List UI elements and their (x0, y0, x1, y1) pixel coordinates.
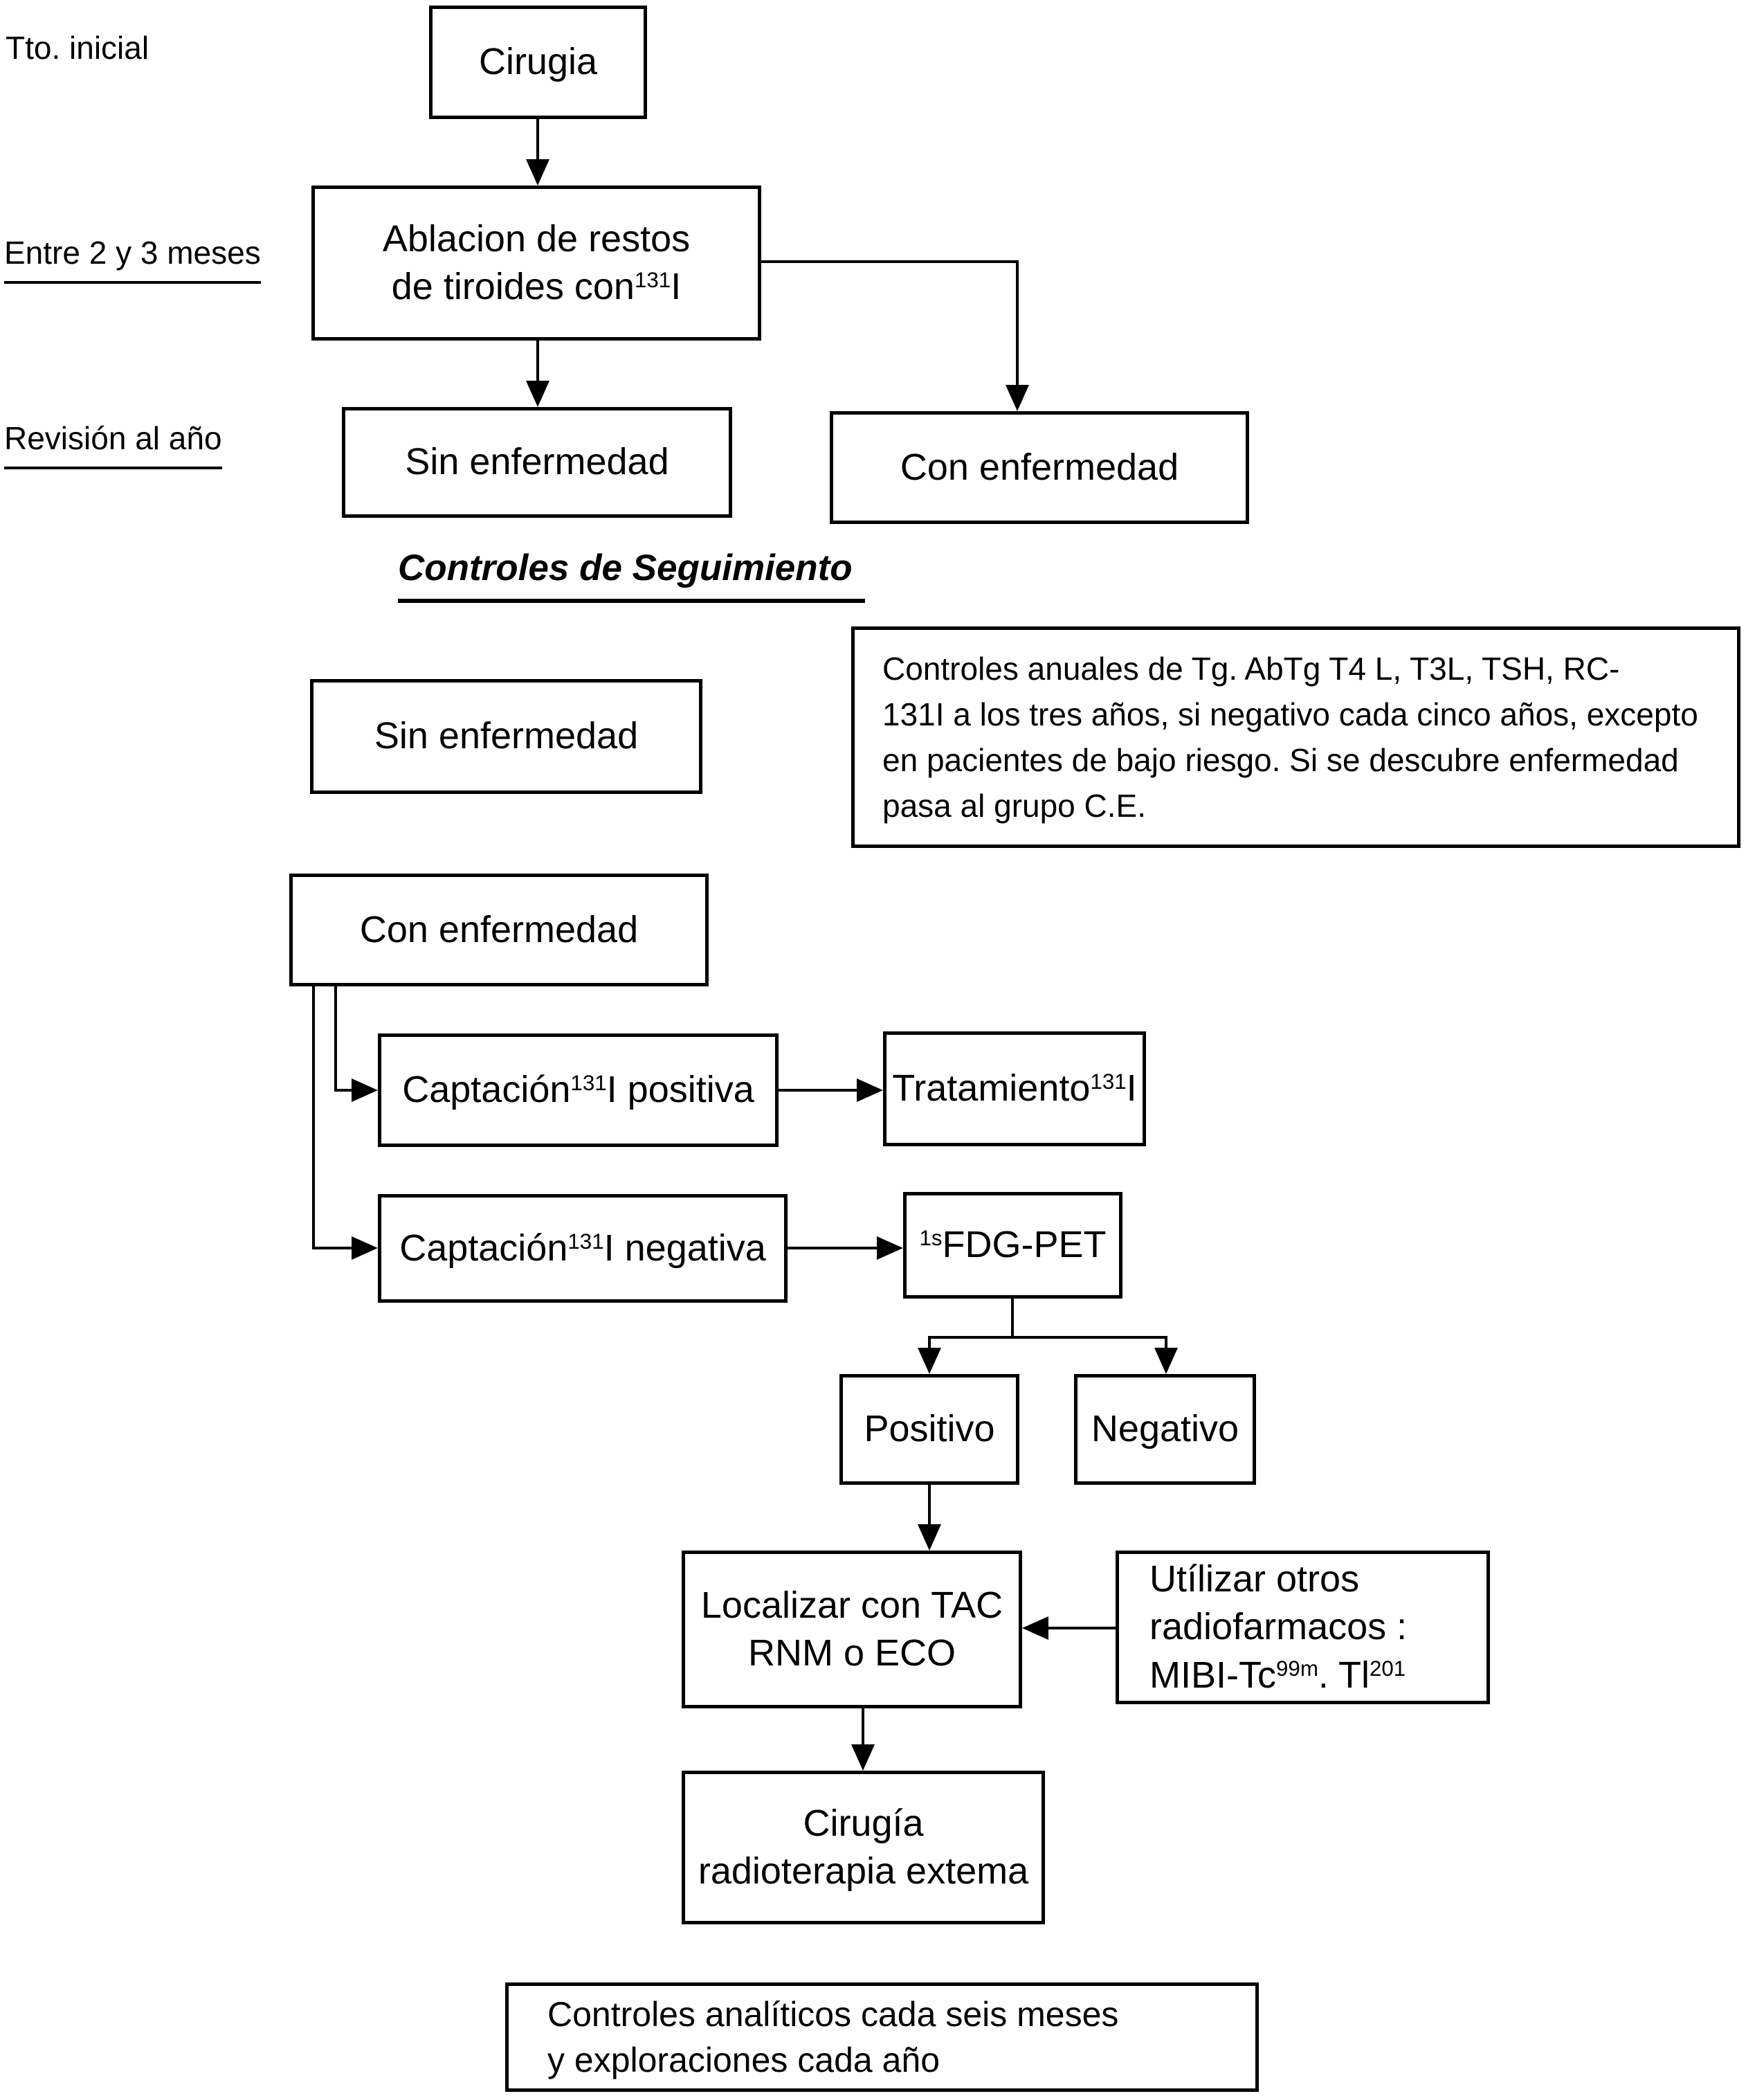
connector-con2-negativa-vline (312, 986, 315, 1249)
node-cirugia-radioterapia-externa: Cirugía radioterapia extema (682, 1771, 1045, 1924)
connector-ablacion-con1-hline (761, 260, 1019, 263)
isotope-131-sup: 131 (634, 267, 671, 292)
node-negativo-label: Negativo (1091, 1408, 1239, 1450)
arrowhead-ablacion-con1 (1006, 385, 1029, 411)
node-sin-enfermedad-2-label: Sin enfermedad (374, 715, 639, 757)
note-line2: 131I a los tres años, si negativo cada c… (882, 696, 1698, 732)
node-captacion-131i-negativa: Captación131I negativa (378, 1194, 788, 1303)
node-ablacion-restos-tiroides: Ablacion de restos de tiroides con131I (311, 186, 761, 341)
node-utilizar-line3: MIBI-Tc99m. Tl201 (1149, 1654, 1406, 1696)
isotope-131-sup: 131 (570, 1071, 607, 1096)
node-localizar-line1: Localizar con TAC (700, 1584, 1003, 1626)
note-line3: en pacientes de bajo riesgo. Si se descu… (882, 742, 1679, 778)
connector-split-positivo-vline (928, 1336, 931, 1350)
node-captacion-positiva-label: Captación131I positiva (402, 1069, 754, 1111)
note-line4: pasa al grupo C.E. (882, 788, 1147, 824)
connector-negativa-fdgpet-line (788, 1247, 878, 1249)
connector-ablacion-sin1-line (536, 341, 539, 382)
connector-con2-positiva-vline (334, 986, 337, 1092)
node-cirugia2-line2: radioterapia extema (698, 1850, 1029, 1892)
connector-positiva-tratamiento-line (779, 1089, 858, 1092)
arrowhead-con2-positiva (352, 1078, 378, 1102)
connector-con2-positiva-hline (334, 1089, 355, 1092)
node-ablacion-line1: Ablacion de restos (382, 217, 691, 260)
node-sin-enfermedad-1-label: Sin enfermedad (405, 441, 669, 483)
arrowhead-positiva-tratamiento (857, 1078, 883, 1102)
connector-positivo-localizar-line (928, 1485, 931, 1524)
node-con-enfermedad-2-label: Con enfermedad (359, 908, 639, 950)
node-controles-analiticos-line2: y exploraciones cada año (547, 2041, 940, 2079)
note-line1: Controles anuales de Tg. AbTg T4 L, T3L,… (882, 651, 1620, 687)
node-positivo: Positivo (839, 1374, 1019, 1485)
section-heading-controles-de-seguimiento: Controles de Seguimiento (398, 547, 865, 603)
node-captacion-131i-positiva: Captación131I positiva (378, 1033, 779, 1147)
tl201-sup: 201 (1369, 1656, 1406, 1681)
connector-cirugia-ablacion-line (536, 119, 539, 161)
node-localizar-line2: RNM o ECO (747, 1632, 956, 1674)
connector-con2-negativa-hline (312, 1247, 355, 1249)
node-fdg-pet: 1sFDG-PET (903, 1192, 1122, 1299)
connector-ablacion-con1-vline (1016, 260, 1019, 386)
node-negativo: Negativo (1074, 1374, 1256, 1485)
node-sin-enfermedad-1: Sin enfermedad (342, 407, 732, 518)
connector-utilizar-localizar-line (1047, 1627, 1116, 1629)
node-cirugia: Cirugia (429, 6, 647, 119)
arrowhead-split-positivo (918, 1348, 941, 1374)
node-localizar-tac-rnm-eco: Localizar con TAC RNM o ECO (682, 1551, 1022, 1708)
node-con-enfermedad-1: Con enfermedad (830, 411, 1249, 524)
connector-localizar-cirugia2-line (862, 1708, 864, 1746)
node-controles-analiticos-line1: Controles analíticos cada seis meses (547, 1995, 1119, 2034)
connector-split-negativo-vline (1165, 1336, 1167, 1350)
connector-fdgpet-split-stem (1011, 1299, 1014, 1339)
connector-fdgpet-split-hline (928, 1336, 1167, 1339)
arrowhead-localizar-cirugia2 (851, 1744, 875, 1771)
node-utilizar-otros-radiofarmacos: Utílizar otros radiofarmacos : MIBI-Tc99… (1116, 1551, 1490, 1704)
node-con-enfermedad-1-label: Con enfermedad (900, 446, 1179, 488)
node-cirugia2-line1: Cirugía (803, 1802, 924, 1844)
arrowhead-positivo-localizar (918, 1524, 941, 1551)
node-captacion-negativa-label: Captación131I negativa (399, 1227, 766, 1269)
arrowhead-ablacion-sin1 (526, 381, 549, 407)
tc99m-sup: 99m (1276, 1656, 1318, 1681)
stage-label-tto-inicial: Tto. inicial (6, 30, 149, 66)
node-utilizar-line2: radiofarmacos : (1149, 1606, 1408, 1648)
node-cirugia-label: Cirugia (478, 41, 598, 83)
arrowhead-cirugia-ablacion (526, 159, 549, 186)
stage-label-revision-al-ano: Revisión al año (4, 419, 222, 469)
node-con-enfermedad-2: Con enfermedad (289, 874, 709, 986)
node-tratamiento-131i: Tratamiento131I (883, 1031, 1146, 1146)
note-controles-anuales: Controles anuales de Tg. AbTg T4 L, T3L,… (851, 626, 1740, 848)
node-positivo-label: Positivo (864, 1408, 995, 1450)
node-fdg-pet-label: 1sFDG-PET (919, 1224, 1107, 1266)
stage-label-entre-2-y-3-meses: Entre 2 y 3 meses (4, 234, 261, 284)
arrowhead-negativa-fdgpet (877, 1236, 903, 1260)
node-tratamiento-label: Tratamiento131I (892, 1067, 1137, 1110)
node-ablacion-line2: de tiroides con131I (391, 266, 682, 307)
arrowhead-split-negativo (1154, 1348, 1178, 1374)
arrowhead-con2-negativa (352, 1236, 378, 1260)
arrowhead-utilizar-localizar (1022, 1616, 1048, 1640)
node-controles-analiticos: Controles analíticos cada seis meses y e… (505, 1982, 1259, 2092)
fdg-sup: 1s (919, 1226, 943, 1251)
node-sin-enfermedad-2: Sin enfermedad (310, 679, 702, 794)
isotope-131-sup: 131 (1090, 1069, 1127, 1094)
node-utilizar-line1: Utílizar otros (1149, 1558, 1360, 1600)
isotope-131-sup: 131 (567, 1229, 604, 1254)
